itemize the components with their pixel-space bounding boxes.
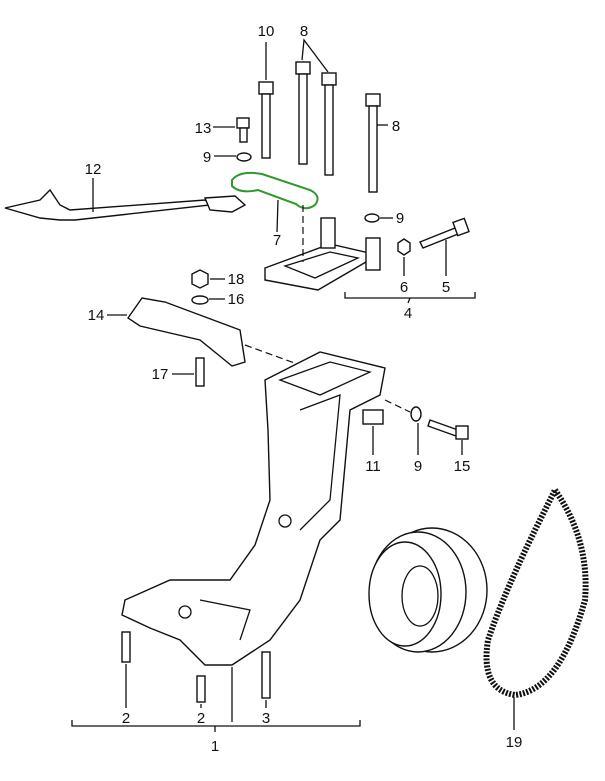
rod-12[interactable] <box>4 178 247 221</box>
callout-9: 9 <box>203 149 211 166</box>
callout-5: 5 <box>442 279 450 296</box>
washer-9-right[interactable] <box>364 213 380 223</box>
callout-17: 17 <box>152 366 169 383</box>
callout-10: 10 <box>258 23 275 40</box>
callout-7: 7 <box>273 232 281 249</box>
nut-6[interactable] <box>397 238 411 256</box>
stud-3[interactable] <box>261 651 271 699</box>
washer-9-lower[interactable] <box>410 406 422 422</box>
cover-14[interactable] <box>107 297 301 367</box>
bolt-13[interactable] <box>213 117 250 143</box>
callout-3: 3 <box>262 710 270 727</box>
washer-16[interactable] <box>191 295 209 305</box>
callout-8: 8 <box>300 23 308 40</box>
callout-13: 13 <box>195 120 212 137</box>
bolt-8-b[interactable] <box>321 72 337 176</box>
bracket-7-highlighted[interactable] <box>231 171 319 233</box>
nut-18[interactable] <box>191 269 209 289</box>
callout-2: 2 <box>122 710 130 727</box>
callout-11: 11 <box>365 458 381 475</box>
bolt-8-c[interactable] <box>365 93 388 193</box>
callout-9: 9 <box>414 458 422 475</box>
callout-9: 9 <box>396 210 404 227</box>
belt-19[interactable] <box>483 484 589 730</box>
callout-19: 19 <box>506 734 523 751</box>
callout-16: 16 <box>228 291 245 308</box>
bolt-8-a[interactable] <box>295 61 311 165</box>
washer-9-top[interactable] <box>236 152 252 162</box>
stud-2-left[interactable] <box>121 631 131 663</box>
mount-plate[interactable] <box>264 205 381 291</box>
callout-1: 1 <box>211 738 219 755</box>
callout-18: 18 <box>228 271 245 288</box>
callout-4: 4 <box>404 305 412 322</box>
callout-2: 2 <box>197 710 205 727</box>
pulley[interactable] <box>368 527 488 653</box>
bolt-5[interactable] <box>419 217 470 276</box>
bolt-10[interactable] <box>258 42 274 159</box>
engine-carrier-bracket[interactable] <box>121 351 386 666</box>
callout-12: 12 <box>85 161 102 178</box>
bolt-15[interactable] <box>427 419 469 455</box>
callout-6: 6 <box>400 279 408 296</box>
stud-2-mid[interactable] <box>196 675 206 703</box>
block-11[interactable] <box>362 409 384 425</box>
stud-17[interactable] <box>195 357 205 387</box>
callout-15: 15 <box>454 458 471 475</box>
callout-8: 8 <box>392 118 400 135</box>
callout-14: 14 <box>88 307 105 324</box>
